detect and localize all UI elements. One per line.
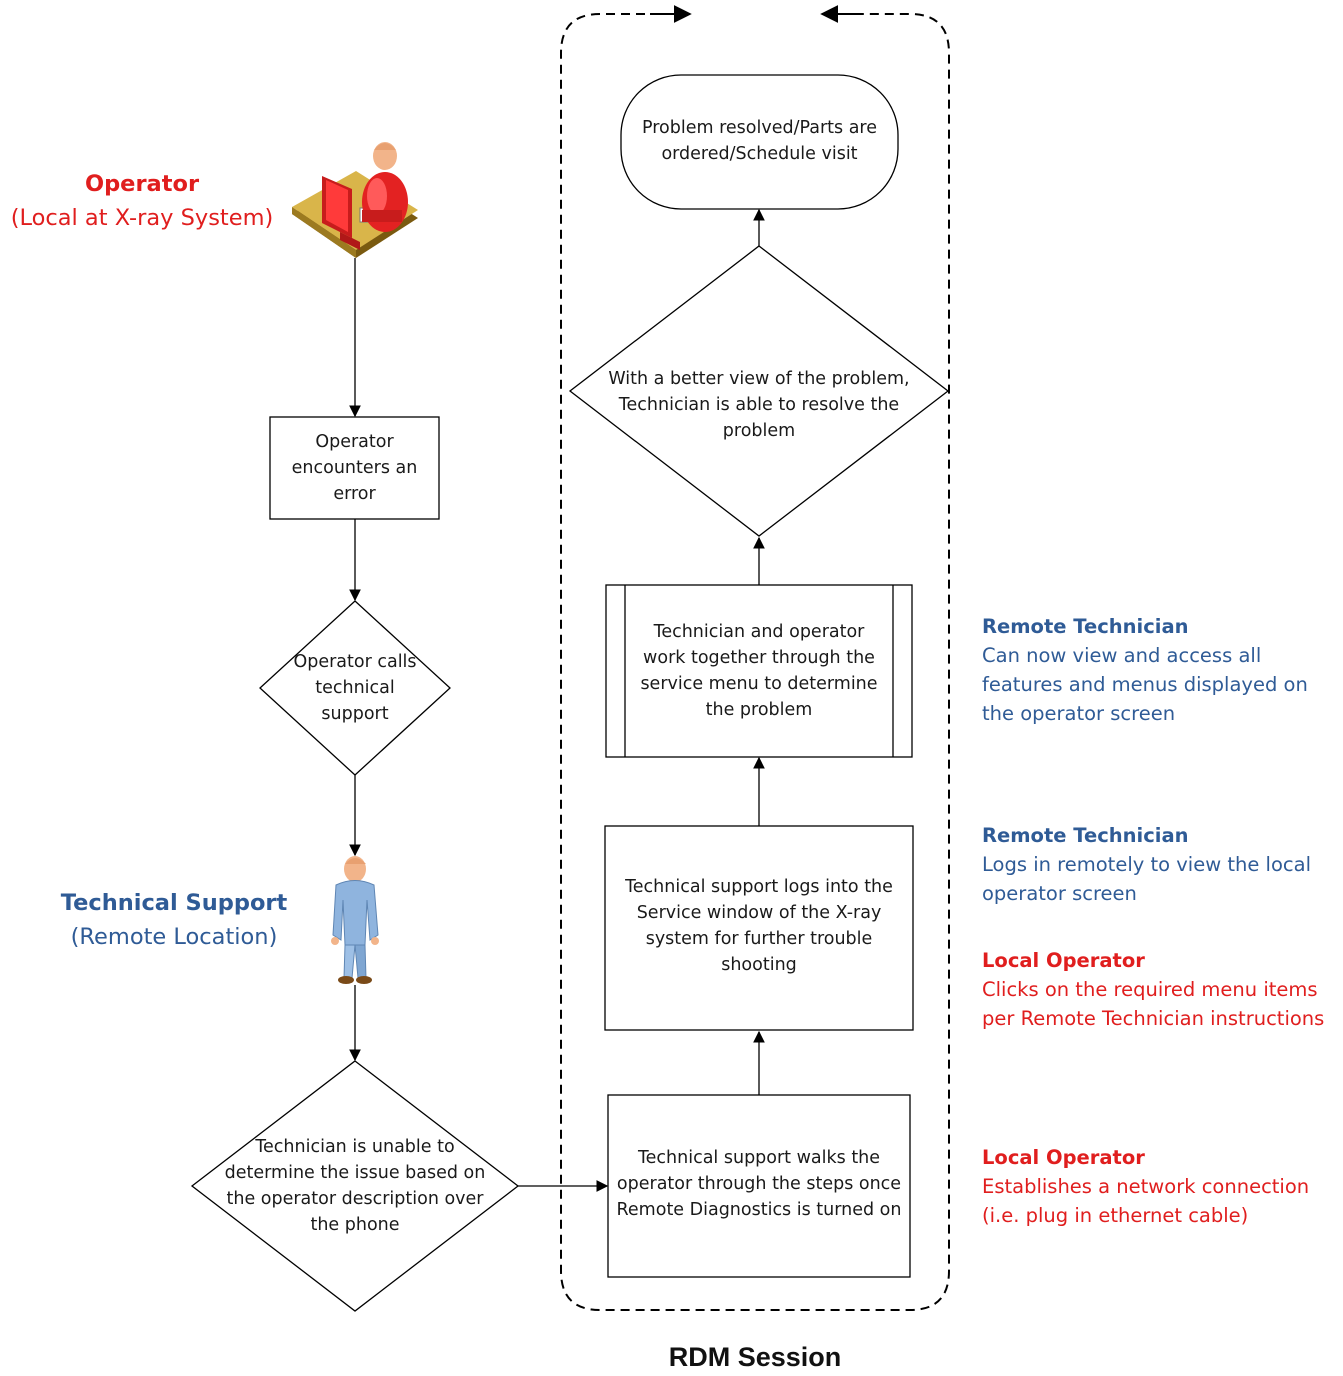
better-view-decision-diamond xyxy=(568,245,950,537)
standing-person-icon xyxy=(331,856,379,984)
support-title: Technical Support xyxy=(60,890,288,916)
better-view-node-text: With a better view of the problem, Techn… xyxy=(608,369,910,441)
unable-decision-diamond xyxy=(190,1060,520,1312)
annotation-title: Local Operator xyxy=(982,949,1145,972)
annotation-body: Clicks on the required menu items per Re… xyxy=(982,978,1325,1030)
error-process-box xyxy=(269,416,440,520)
support-subtitle: (Remote Location) xyxy=(70,924,278,950)
annotation-local-menu-clicks: Local Operator Clicks on the required me… xyxy=(982,946,1342,1033)
unable-node-text: Technician is unable to determine the is… xyxy=(224,1137,486,1235)
annotation-body: Logs in remotely to view the local opera… xyxy=(982,853,1311,905)
operator-at-workstation-icon xyxy=(292,142,418,258)
call-decision-diamond xyxy=(259,600,451,776)
operator-title: Operator xyxy=(84,171,200,197)
operator-subtitle: (Local at X-ray System) xyxy=(10,205,274,231)
logs-node-text: Technical support logs into the Service … xyxy=(625,877,893,975)
rdm-session-label: RDM Session xyxy=(668,1342,842,1372)
error-node-text: Operator encounters an error xyxy=(291,432,418,504)
walks-process-box xyxy=(607,1094,911,1278)
annotation-remote-view-access: Remote Technician Can now view and acces… xyxy=(982,612,1342,728)
support-actor-label: Technical Support (Remote Location) xyxy=(52,886,296,954)
resolved-node-text: Problem resolved/Parts are ordered/Sched… xyxy=(641,118,878,164)
annotation-body: Can now view and access all features and… xyxy=(982,644,1308,725)
annotation-title: Local Operator xyxy=(982,1146,1145,1169)
annotation-body: Establishes a network connection (i.e. p… xyxy=(982,1175,1310,1227)
call-node-text: Operator calls technical support xyxy=(293,652,417,724)
logs-process-box xyxy=(604,825,914,1031)
annotation-title: Remote Technician xyxy=(982,824,1189,847)
together-subprocess-box xyxy=(605,584,913,758)
operator-actor-label: Operator (Local at X-ray System) xyxy=(0,167,284,235)
walks-node-text: Technical support walks the operator thr… xyxy=(616,1148,902,1220)
rdm-session-boundary xyxy=(560,13,950,1311)
annotation-remote-login: Remote Technician Logs in remotely to vi… xyxy=(982,821,1342,908)
annotation-title: Remote Technician xyxy=(982,615,1189,638)
annotation-local-network: Local Operator Establishes a network con… xyxy=(982,1143,1342,1230)
resolved-terminator xyxy=(620,74,899,210)
together-node-text: Technician and operator work together th… xyxy=(640,622,878,720)
